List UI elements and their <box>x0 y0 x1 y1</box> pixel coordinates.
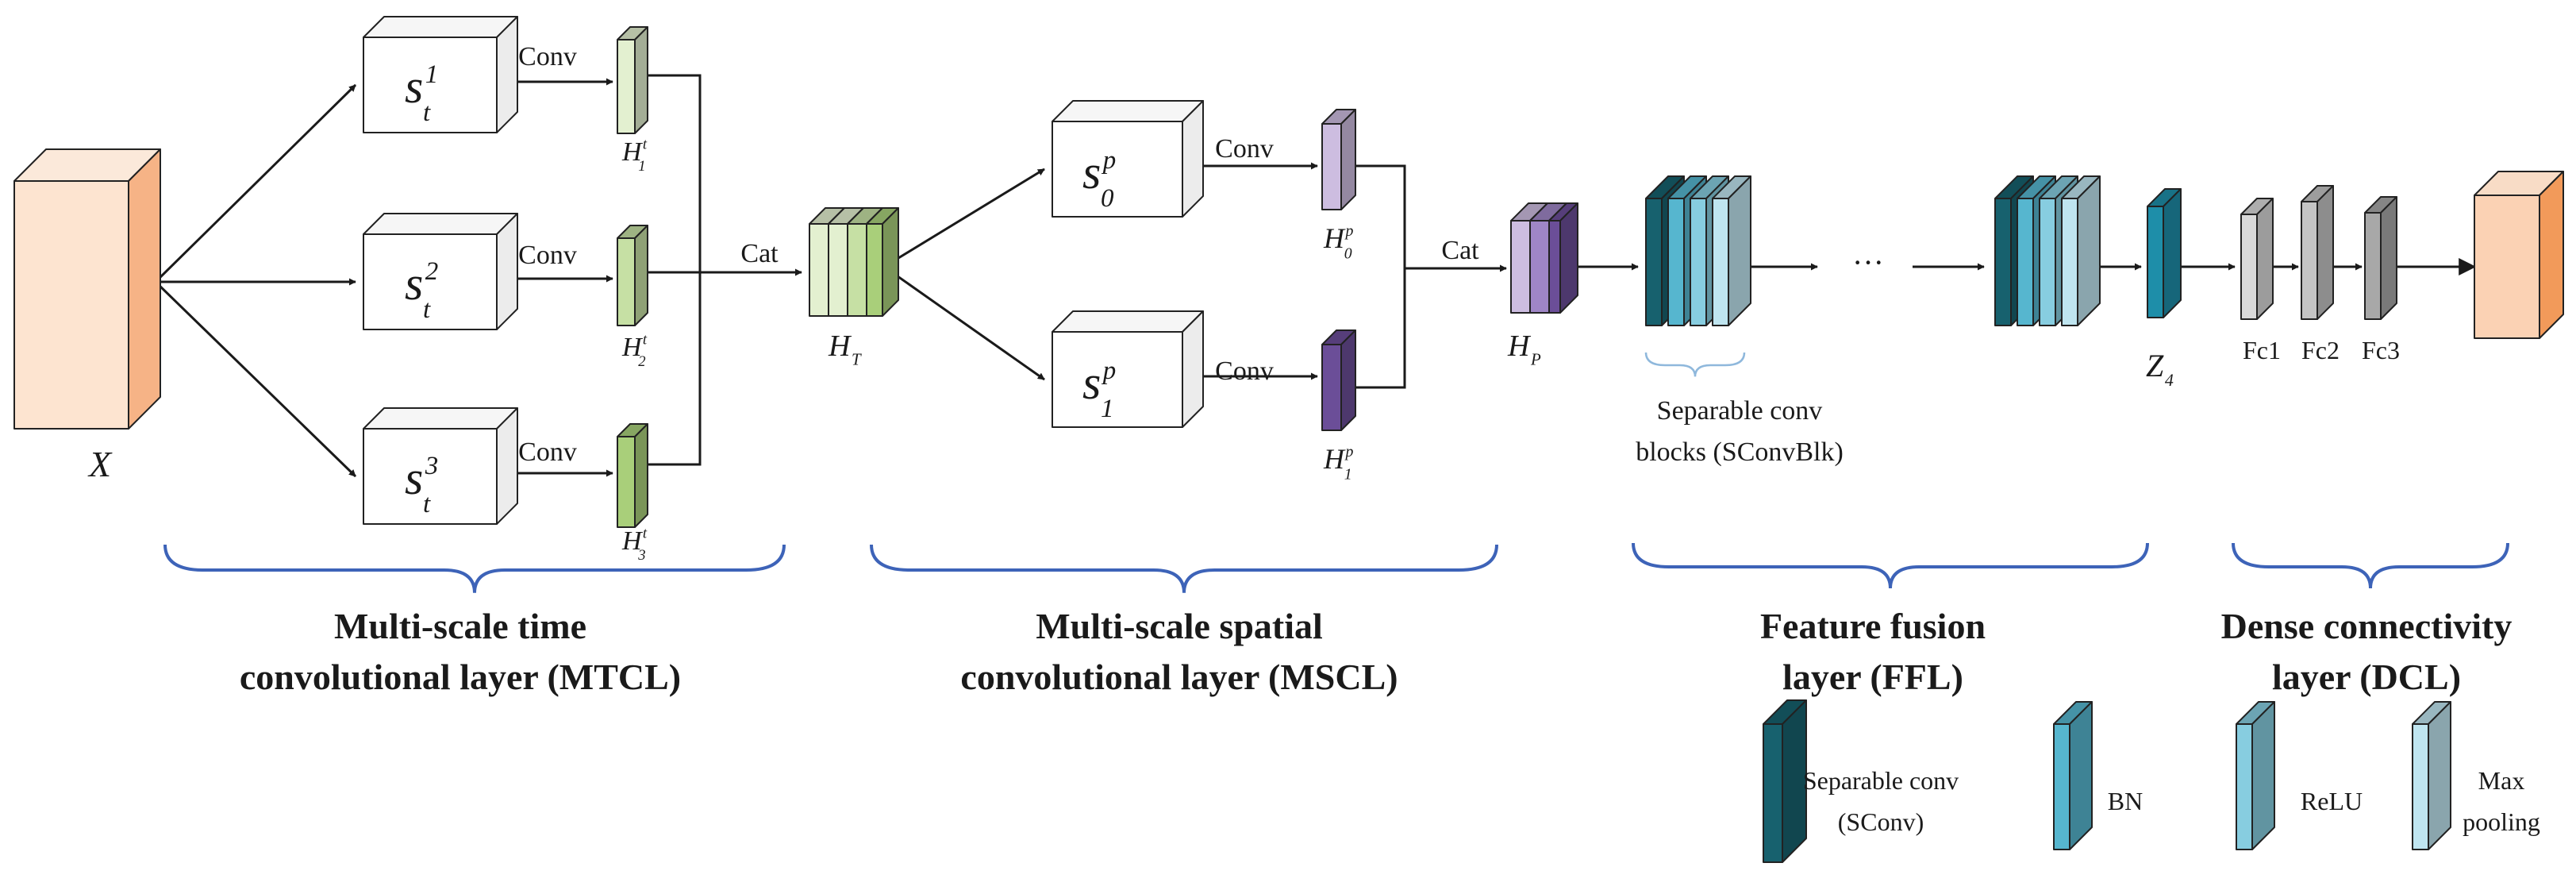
hp-label: HP <box>1507 329 1541 368</box>
mscl-title-line2: convolutional layer (MSCL) <box>960 657 1398 697</box>
mscl-conv-label-2: Conv <box>1215 356 1274 386</box>
legend-sconv-icon <box>1763 699 1807 863</box>
mtcl-title-line1: Multi-scale time <box>334 606 586 646</box>
mscl-feature-2 <box>1321 329 1356 431</box>
output-block <box>2474 171 2564 339</box>
legend-bn-icon <box>2053 701 2093 850</box>
legend-bn-label: BN <box>2108 787 2143 815</box>
mtcl-conv-label-2: Conv <box>518 241 577 270</box>
mtcl-title-line2: convolutional layer (MTCL) <box>240 657 681 697</box>
fc1-label: Fc1 <box>2243 336 2281 364</box>
dcl-title-line2: layer (DCL) <box>2272 657 2461 697</box>
mtcl-cat-bracket <box>648 74 702 466</box>
ffl-title-line2: layer (FFL) <box>1782 657 1963 697</box>
input-to-mtcl-arrow-1 <box>154 83 357 283</box>
sconvblk-n-layer-4 <box>2061 175 2101 326</box>
mtcl-brace <box>163 544 786 593</box>
legend-sconv-line2: (SConv) <box>1838 807 1924 836</box>
mtcl-conv-label-3: Conv <box>518 437 577 467</box>
section-braces <box>163 352 2509 593</box>
input-x-block <box>13 148 161 430</box>
legend-maxpool-line1: Max <box>2478 766 2525 795</box>
diagram-shapes <box>13 16 2564 863</box>
mtcl-conv-label-1: Conv <box>518 42 577 71</box>
z4-layer <box>2147 188 2182 318</box>
fc2-label: Fc2 <box>2301 336 2340 364</box>
legend-maxpool-icon <box>2412 701 2451 850</box>
dcl-brace <box>2232 542 2509 589</box>
mtcl-feature-3 <box>617 423 648 528</box>
ht-to-mscl-arrow-2 <box>883 265 1045 381</box>
mtcl-block-2 <box>363 213 518 330</box>
mscl-block-1 <box>1052 100 1204 218</box>
ht-concat-block <box>809 207 899 317</box>
ffl-ellipsis: ··· <box>1852 245 1884 280</box>
fc2-layer <box>2301 185 2334 320</box>
ht-slab-4 <box>866 207 899 317</box>
sconvblk-1-layer-4 <box>1712 175 1751 326</box>
mtcl-feature-2 <box>617 225 648 326</box>
ht-to-mscl-arrow-1 <box>883 168 1045 268</box>
z4-label: Z4 <box>2146 348 2174 390</box>
sconvblk-label-line2: blocks (SConvBlk) <box>1636 437 1844 467</box>
mtcl-block-3 <box>363 407 518 525</box>
connector-lines <box>154 74 2477 478</box>
mscl-conv-label-1: Conv <box>1215 134 1274 164</box>
fc3-layer <box>2364 196 2397 320</box>
mtcl-feature-1 <box>617 26 648 134</box>
ht-label: HT <box>828 329 862 368</box>
mscl-block-2 <box>1052 310 1204 428</box>
legend-sconv-line1: Separable conv <box>1803 766 1959 795</box>
ffl-brace <box>1632 542 2149 589</box>
hp-concat-block <box>1510 202 1578 314</box>
sconvblk-label-line1: Separable conv <box>1657 396 1823 426</box>
mscl-title-line1: Multi-scale spatial <box>1036 606 1323 646</box>
mscl-feature-1 <box>1321 109 1356 210</box>
input-x-label: X <box>87 444 113 484</box>
mscl-cat-label: Cat <box>1441 236 1479 265</box>
sconvblk-brace <box>1644 352 1746 377</box>
legend-relu-icon <box>2236 701 2275 850</box>
sconvblk-1 <box>1645 175 1751 326</box>
fc1-layer <box>2240 198 2274 320</box>
fc3-label: Fc3 <box>2362 336 2400 364</box>
hp-slab-3 <box>1548 202 1578 314</box>
dcl-title-line1: Dense connectivity <box>2221 606 2513 646</box>
legend-maxpool-line2: pooling <box>2463 807 2540 836</box>
input-to-mtcl-arrow-3 <box>154 280 357 478</box>
mtcl-cat-label: Cat <box>740 239 779 268</box>
mscl-brace <box>870 544 1498 593</box>
mscl-cat-bracket <box>1354 164 1406 389</box>
mtcl-block-1 <box>363 16 518 133</box>
sconvblk-n <box>1994 175 2101 326</box>
ffl-title-line1: Feature fusion <box>1760 606 1986 646</box>
legend-relu-label: ReLU <box>2301 787 2363 815</box>
